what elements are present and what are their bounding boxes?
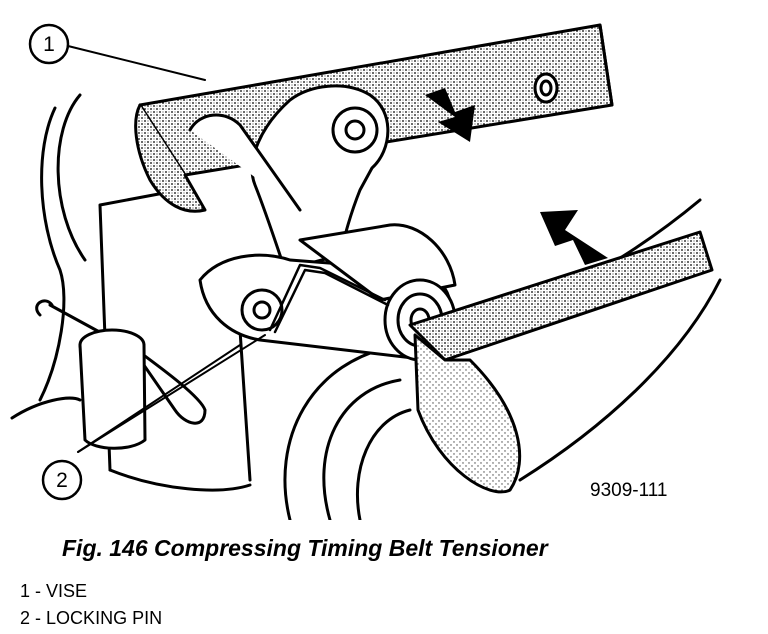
locking-pin-wire xyxy=(268,263,387,332)
legend-number: 2 xyxy=(20,608,31,628)
arrow-down-icon xyxy=(425,88,475,142)
callout-1: 1 xyxy=(28,23,70,65)
tensioner-illustration: 1 2 9309-111 xyxy=(10,23,722,520)
callout-2: 2 xyxy=(41,459,83,501)
callout-1-leader xyxy=(67,45,206,81)
arrow-up-icon xyxy=(540,210,608,265)
legend-separator: - xyxy=(35,581,42,601)
legend-item-vise: 1 - VISE xyxy=(20,578,162,605)
legend-separator: - xyxy=(35,608,42,628)
callout-2-number: 2 xyxy=(56,469,68,492)
pulley-housing xyxy=(283,343,402,520)
engine-housing xyxy=(38,106,66,402)
figure-caption: Fig. 146 Compressing Timing Belt Tension… xyxy=(62,535,548,561)
callout-1-number: 1 xyxy=(43,33,55,56)
legend-text: LOCKING PIN xyxy=(46,608,163,628)
vise-lower-bar xyxy=(408,230,714,362)
legend-text: VISE xyxy=(46,581,88,601)
legend: 1 - VISE 2 - LOCKING PIN xyxy=(20,578,162,632)
legend-item-locking-pin: 2 - LOCKING PIN xyxy=(20,605,162,632)
legend-number: 1 xyxy=(20,581,31,601)
figure-code: 9309-111 xyxy=(590,480,667,501)
